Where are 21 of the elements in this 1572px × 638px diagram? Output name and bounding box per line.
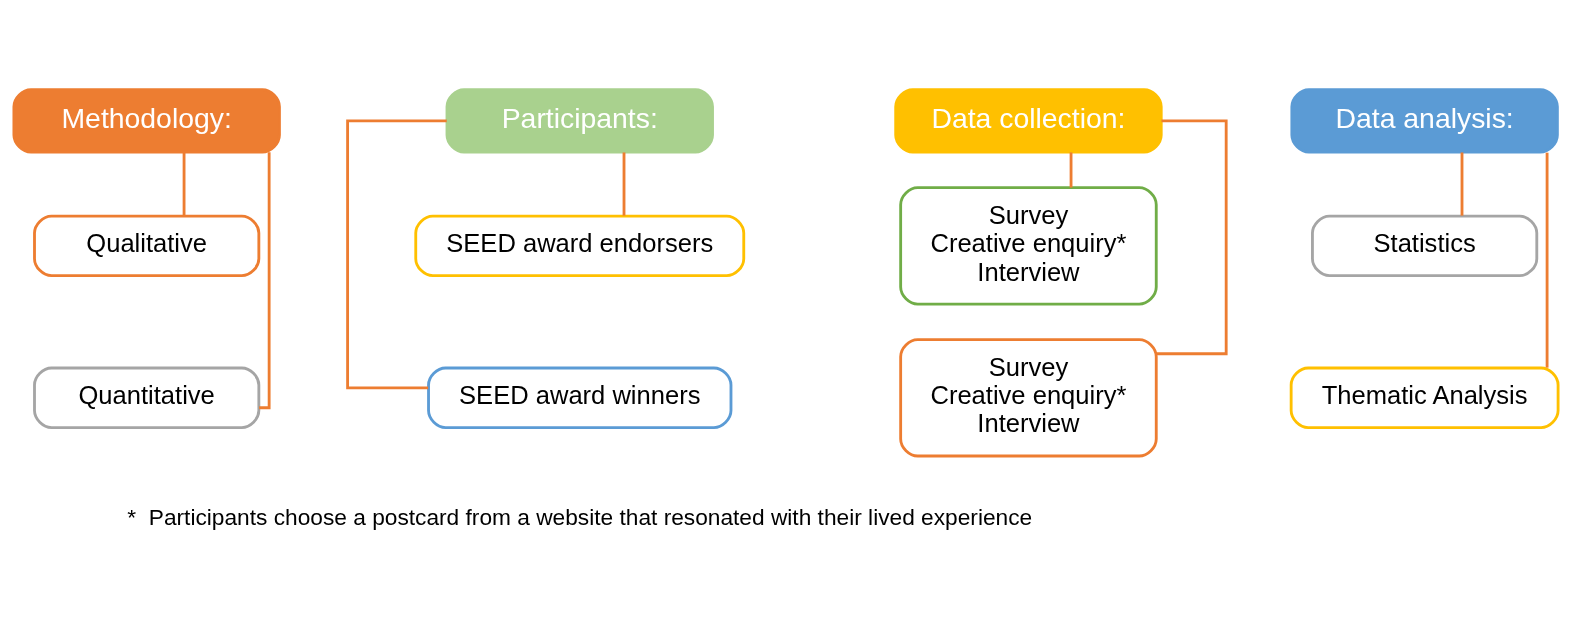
connector xyxy=(1460,152,1464,216)
node-box: Data analysis: xyxy=(1290,88,1559,154)
label: * Participants choose a postcard from a website that resonated with their lived experience xyxy=(127,504,1033,531)
connector xyxy=(1156,119,1228,356)
connector xyxy=(622,152,626,216)
node-box: Survey Creative enquiry* Interview xyxy=(899,186,1158,306)
connector xyxy=(259,152,271,410)
node-box: SEED award winners xyxy=(427,366,733,430)
connector xyxy=(1545,152,1549,368)
node-box: Thematic Analysis xyxy=(1289,366,1560,430)
node-box: Data collection: xyxy=(894,88,1163,154)
node-box: SEED award endorsers xyxy=(414,214,746,278)
connector xyxy=(1069,152,1073,188)
node-box: Methodology: xyxy=(12,88,281,154)
node-box: Survey Creative enquiry* Interview xyxy=(899,338,1158,458)
node-box: Quantitative xyxy=(33,366,261,430)
connector xyxy=(346,119,447,390)
connector xyxy=(182,152,186,216)
node-box: Qualitative xyxy=(33,214,261,278)
node-box: Statistics xyxy=(1311,214,1539,278)
node-box: Participants: xyxy=(445,88,714,154)
